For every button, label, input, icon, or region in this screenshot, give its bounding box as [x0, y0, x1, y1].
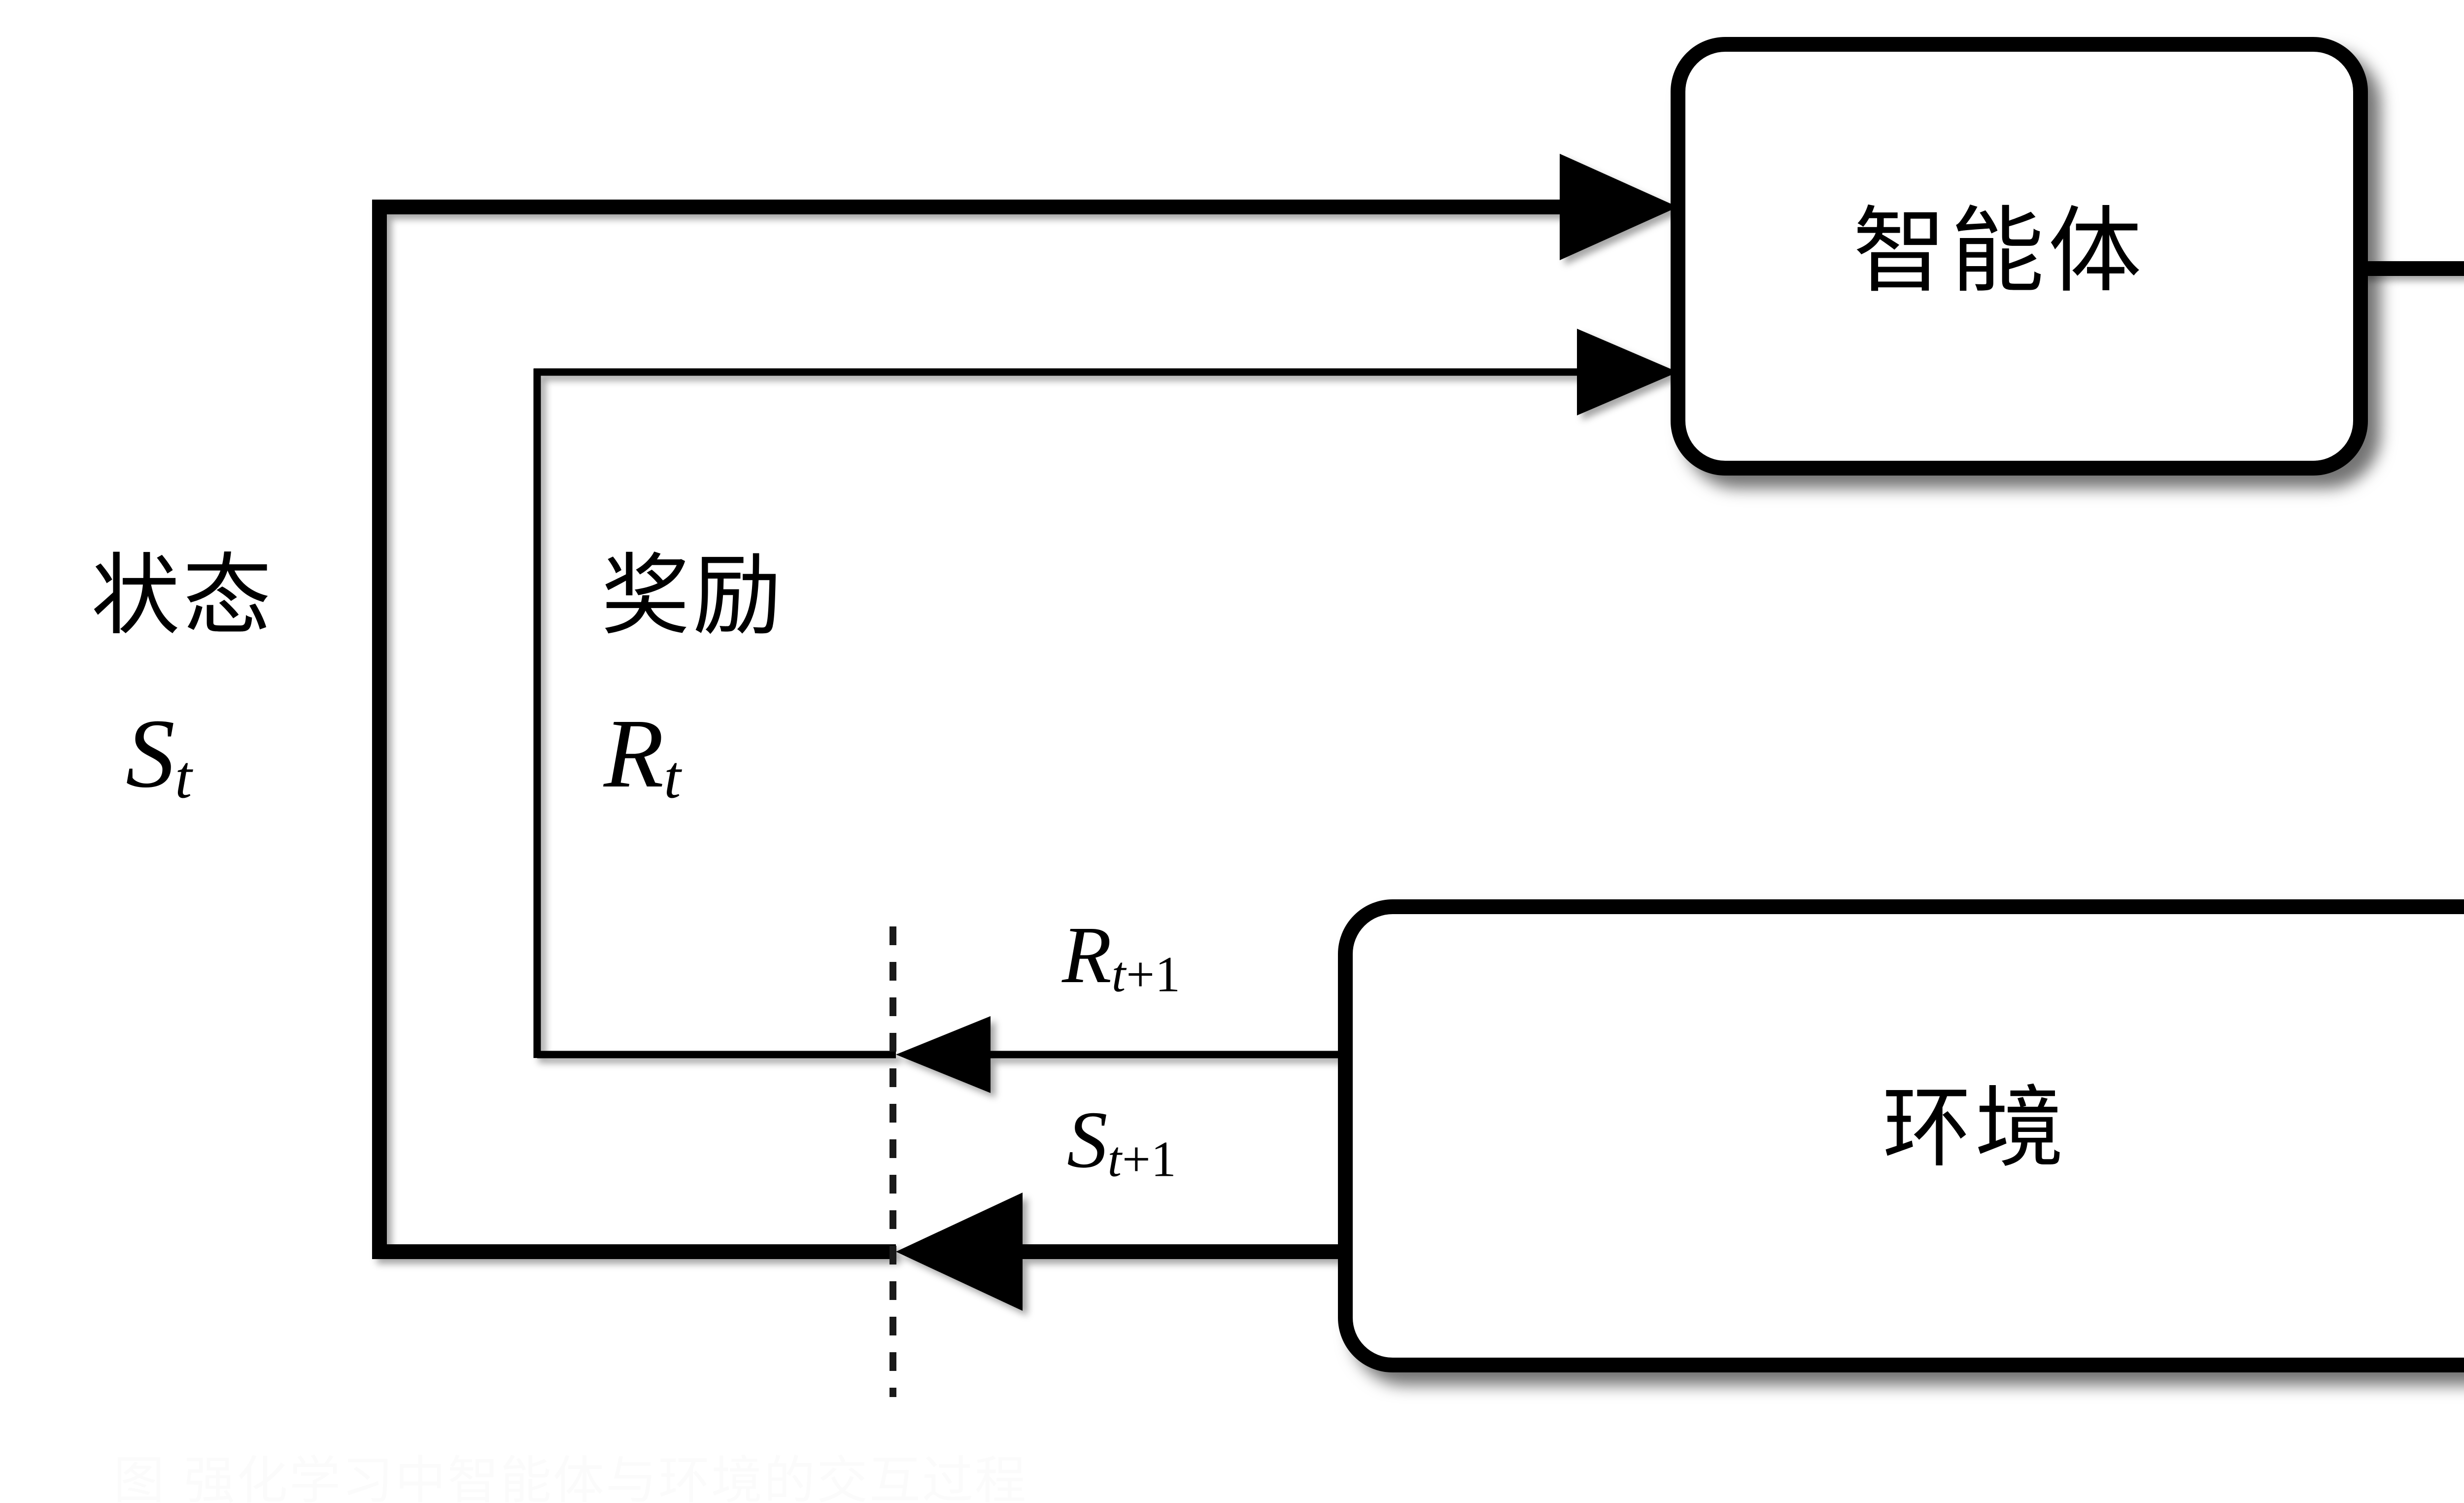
reward-next-subscript-op: +1: [1126, 947, 1181, 1003]
state-symbol-subscript: t: [175, 743, 193, 811]
state-next-edge: [896, 1193, 1345, 1311]
reward-symbol-base: R: [604, 699, 664, 808]
reward-symbol-label: Rt: [604, 705, 682, 808]
state-symbol-label: St: [126, 705, 193, 808]
reward-next-edge: [896, 1016, 1345, 1093]
agent-label: 智能体: [1853, 197, 2146, 306]
state-symbol-base: S: [126, 699, 175, 808]
state-next-symbol-label: St+1: [1067, 1099, 1177, 1185]
reward-next-subscript: t+1: [1112, 947, 1181, 1002]
reward-next-symbol-label: Rt+1: [1062, 914, 1181, 1000]
state-edge: [372, 154, 1678, 1259]
agent-box[interactable]: [1671, 37, 2368, 476]
state-next-subscript: t+1: [1108, 1131, 1177, 1187]
reward-next-subscript-var: t: [1111, 947, 1127, 1003]
reward-edge: [533, 329, 1678, 1059]
state-next-symbol-base: S: [1067, 1094, 1108, 1185]
environment-box[interactable]: [1338, 899, 2464, 1372]
state-next-subscript-var: t: [1107, 1131, 1122, 1188]
state-word-label: 状态: [91, 545, 275, 648]
reward-next-symbol-base: R: [1062, 910, 1112, 1000]
environment-label: 环境: [1882, 1077, 2068, 1180]
figure-caption: 图 强化学习中智能体与环境的交互过程: [113, 1455, 1028, 1503]
state-next-subscript-op: +1: [1122, 1131, 1177, 1188]
reward-symbol-subscript: t: [664, 743, 682, 811]
reward-word-label: 奖励: [601, 545, 785, 648]
